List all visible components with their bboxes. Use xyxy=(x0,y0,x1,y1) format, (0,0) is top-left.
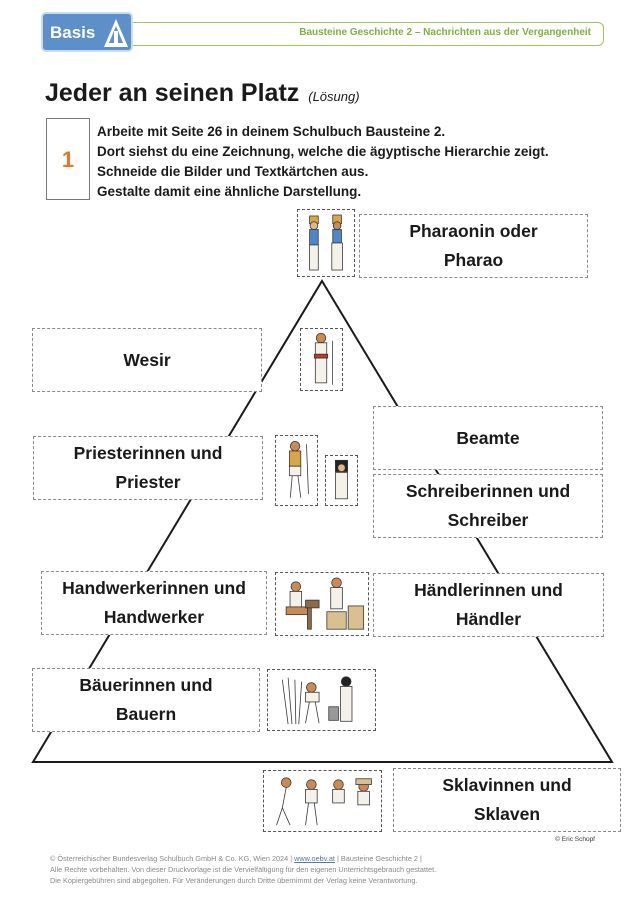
farmers-scene-icon xyxy=(281,676,353,725)
card-wesir[interactable]: Wesir xyxy=(32,328,262,392)
footer-line-3: Die Kopiergebühren sind abgegolten. Für … xyxy=(50,876,418,885)
slaves-scene-icon xyxy=(276,777,372,826)
page-title-sub: (Lösung) xyxy=(308,89,360,104)
task-line: Dort siehst du eine Zeichnung, welche di… xyxy=(97,144,549,159)
priest-figure-icon xyxy=(288,441,309,498)
card-line: Pharaonin oder xyxy=(409,221,538,241)
page-title-main: Jeder an seinen Platz xyxy=(45,79,300,107)
logo-triangle-icon xyxy=(104,19,128,47)
footer-text: | Bausteine Geschichte 2 | xyxy=(334,854,422,863)
card-line: Bauern xyxy=(115,704,177,724)
card-line: Händler xyxy=(455,609,522,629)
handwerker-picture[interactable] xyxy=(275,572,369,636)
wesir-picture[interactable] xyxy=(300,328,343,391)
card-line: Sklavinnen und xyxy=(442,775,572,795)
header-bar: Bausteine Geschichte 2 – Nachrichten aus… xyxy=(44,22,604,46)
pharao-figures-icon xyxy=(309,214,343,271)
footer-text: © Österreichischer Bundesverlag Schulbuc… xyxy=(50,854,295,863)
card-line: Handwerkerinnen und xyxy=(62,578,246,598)
task-line: Arbeite mit Seite 26 in deinem Schulbuch… xyxy=(97,124,446,139)
card-line: Pharao xyxy=(443,250,504,270)
card-line: Priesterinnen und xyxy=(73,443,223,463)
task-instructions: Arbeite mit Seite 26 in deinem Schulbuch… xyxy=(97,122,549,202)
card-line: Wesir xyxy=(123,349,171,370)
task-number: 1 xyxy=(61,147,75,172)
card-beamte[interactable]: Beamte xyxy=(373,406,603,470)
card-line: Händlerinnen und xyxy=(414,580,563,600)
bauern-picture[interactable] xyxy=(267,669,376,731)
task-line: Schneide die Bilder und Textkärtchen aus… xyxy=(97,164,369,179)
card-line: Bäuerinnen und xyxy=(79,675,213,695)
priesterin-picture[interactable] xyxy=(325,455,358,506)
card-line: Beamte xyxy=(456,427,520,448)
card-line: Sklaven xyxy=(473,804,541,824)
priestess-figure-icon xyxy=(335,459,348,500)
card-line: Schreiberinnen und xyxy=(405,481,571,501)
pharao-picture[interactable] xyxy=(297,209,355,277)
basis-logo: Basis xyxy=(41,12,133,52)
task-number-box: 1 xyxy=(46,118,90,200)
wesir-figure-icon xyxy=(313,332,333,385)
footer-line-1: © Österreichischer Bundesverlag Schulbuc… xyxy=(50,853,610,864)
craftsmen-scene-icon xyxy=(285,577,365,630)
logo-text: Basis xyxy=(50,23,96,42)
page-footer: © Österreichischer Bundesverlag Schulbuc… xyxy=(50,853,610,886)
priester-picture[interactable] xyxy=(275,435,318,506)
card-line: Handwerker xyxy=(103,607,205,627)
card-line: Priester xyxy=(115,472,181,492)
page-title: Jeder an seinen Platz (Lösung) xyxy=(45,79,360,108)
publisher-link[interactable]: www.oebv.at xyxy=(294,854,335,863)
sklaven-picture[interactable] xyxy=(263,770,382,832)
footer-line-2: Alle Rechte vorbehalten. Von dieser Druc… xyxy=(50,865,437,874)
series-title: Bausteine Geschichte 2 – Nachrichten aus… xyxy=(299,27,591,38)
task-line: Gestalte damit eine ähnliche Darstellung… xyxy=(97,184,362,199)
image-credit: © Eric Schopf xyxy=(555,836,595,843)
card-line: Schreiber xyxy=(447,510,529,530)
